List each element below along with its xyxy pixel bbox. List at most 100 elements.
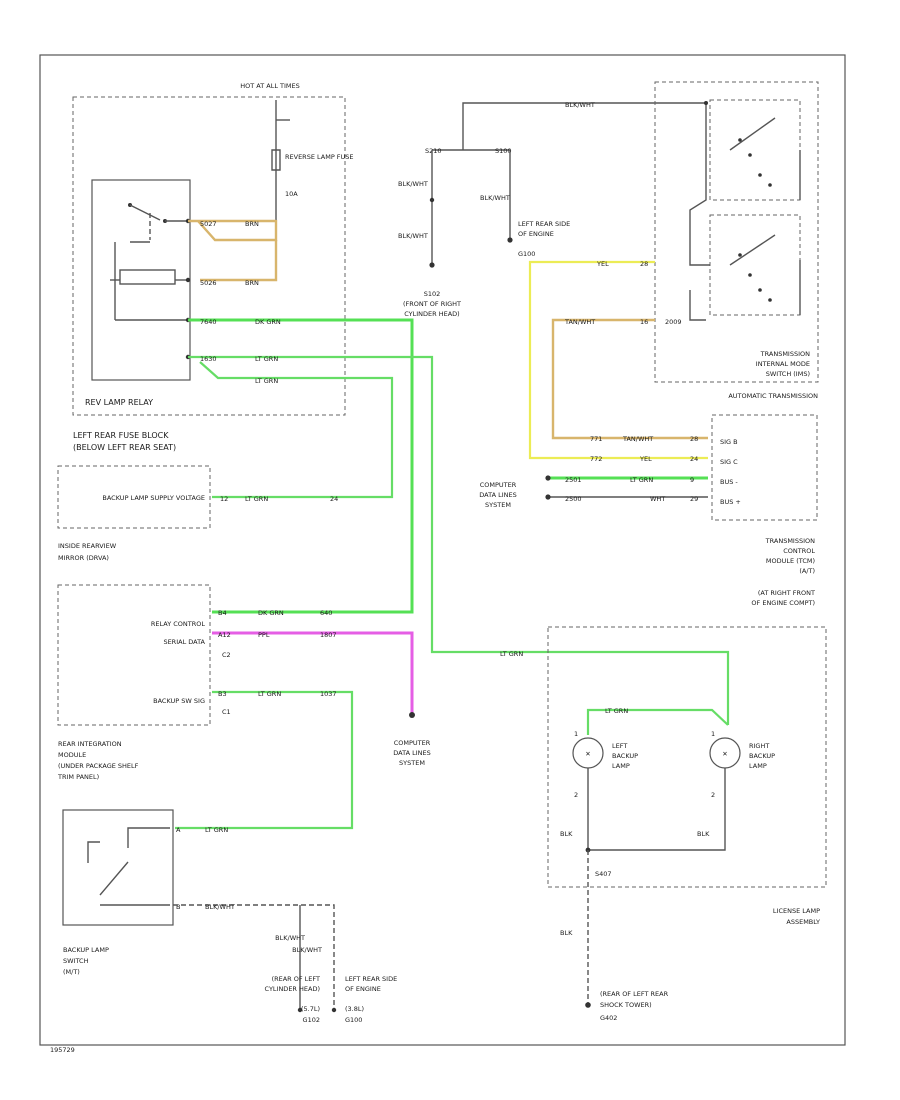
left-rear-fuse-block: HOT AT ALL TIMES REVERSE LAMP FUSE 10A <box>72 82 354 416</box>
svg-text:LAMP: LAMP <box>612 762 630 770</box>
svg-text:S407: S407 <box>595 870 612 878</box>
diagram-code: 195729 <box>50 1046 75 1054</box>
svg-text:DK GRN: DK GRN <box>258 609 284 617</box>
fuse-name: REVERSE LAMP FUSE <box>285 153 354 161</box>
svg-text:LT GRN: LT GRN <box>205 826 228 834</box>
svg-text:BRN: BRN <box>245 279 259 287</box>
svg-text:A: A <box>176 826 181 834</box>
svg-text:BUS -: BUS - <box>720 478 738 486</box>
svg-text:(5.7L): (5.7L) <box>301 1005 320 1013</box>
ground-s102-icon <box>429 262 435 268</box>
rear-integration-module: RELAY CONTROL SERIAL DATA C2 BACKUP SW S… <box>57 584 431 830</box>
svg-text:CYLINDER HEAD): CYLINDER HEAD) <box>265 985 320 993</box>
svg-text:(M/T): (M/T) <box>63 968 80 976</box>
svg-text:COMPUTER: COMPUTER <box>394 739 431 747</box>
svg-text:C2: C2 <box>222 651 231 659</box>
relay-coil-icon <box>119 269 176 285</box>
svg-text:BLK/WHT: BLK/WHT <box>205 903 235 911</box>
svg-text:B: B <box>176 903 180 911</box>
svg-text:TAN/WHT: TAN/WHT <box>564 318 595 326</box>
svg-text:WHT: WHT <box>650 495 665 503</box>
svg-text:BLK/WHT: BLK/WHT <box>480 194 510 202</box>
svg-text:LT GRN: LT GRN <box>258 690 281 698</box>
svg-text:CYLINDER HEAD): CYLINDER HEAD) <box>404 310 459 318</box>
svg-text:12: 12 <box>220 495 228 503</box>
fuse-rating: 10A <box>285 190 298 198</box>
svg-text:S210: S210 <box>425 147 442 155</box>
transmission-control-module: SIG B SIG C BUS - BUS + 771 TAN/WHT 28 7… <box>479 414 818 521</box>
mode-switch-contacts-icon <box>729 117 801 315</box>
relay-label: REV LAMP RELAY <box>85 398 153 407</box>
svg-text:SIG C: SIG C <box>720 458 738 466</box>
svg-text:MODULE: MODULE <box>58 751 86 759</box>
svg-text:DATA LINES: DATA LINES <box>393 749 430 757</box>
svg-text:5026: 5026 <box>200 279 217 287</box>
backup-sw-wire <box>175 690 354 830</box>
svg-text:2009: 2009 <box>665 318 682 326</box>
svg-text:BLK: BLK <box>697 830 710 838</box>
svg-text:7640: 7640 <box>200 318 217 326</box>
svg-text:SWITCH (IMS): SWITCH (IMS) <box>766 370 810 378</box>
svg-text:BLK/WHT: BLK/WHT <box>398 232 428 240</box>
svg-text:INSIDE REARVIEW: INSIDE REARVIEW <box>58 542 117 550</box>
svg-text:BACKUP LAMP SUPPLY VOLTAGE: BACKUP LAMP SUPPLY VOLTAGE <box>102 494 205 502</box>
svg-text:BACKUP: BACKUP <box>749 752 775 760</box>
svg-text:B3: B3 <box>218 690 227 698</box>
svg-text:28: 28 <box>690 435 698 443</box>
svg-text:5027: 5027 <box>200 220 217 228</box>
svg-text:1807: 1807 <box>320 631 337 639</box>
svg-text:(REAR OF LEFT: (REAR OF LEFT <box>272 975 320 983</box>
svg-text:9: 9 <box>690 476 694 484</box>
svg-text:✕: ✕ <box>722 750 727 758</box>
svg-text:2: 2 <box>711 791 715 799</box>
svg-text:(UNDER PACKAGE SHELF: (UNDER PACKAGE SHELF <box>58 762 139 770</box>
fuse-icon <box>271 149 281 171</box>
svg-text:ASSEMBLY: ASSEMBLY <box>786 918 820 926</box>
svg-text:2500: 2500 <box>565 495 582 503</box>
svg-text:SYSTEM: SYSTEM <box>399 759 425 767</box>
ground-g100-icon <box>507 237 513 243</box>
svg-text:1037: 1037 <box>320 690 337 698</box>
svg-text:RIGHT: RIGHT <box>749 742 769 750</box>
svg-text:G102: G102 <box>303 1016 320 1024</box>
inside-rearview-mirror: BACKUP LAMP SUPPLY VOLTAGE 12 LT GRN 24 <box>57 465 338 529</box>
svg-text:REAR INTEGRATION: REAR INTEGRATION <box>58 740 122 748</box>
svg-text:BACKUP SW SIG: BACKUP SW SIG <box>153 697 205 705</box>
dk-grn-wire <box>188 318 414 614</box>
diagram-frame <box>39 54 846 1046</box>
svg-text:B4: B4 <box>218 609 227 617</box>
license-lamp-assembly: LT GRN LT GRN ✕ ✕ 1 2 1 2 LEFT BACKUP LA… <box>500 626 827 888</box>
switch-contact-icon <box>87 827 170 906</box>
svg-text:BRN: BRN <box>245 220 259 228</box>
svg-text:A12: A12 <box>218 631 231 639</box>
yel-wire <box>528 260 708 460</box>
svg-text:(AT RIGHT FRONT: (AT RIGHT FRONT <box>758 589 815 597</box>
svg-text:772: 772 <box>590 455 602 463</box>
svg-text:S102: S102 <box>424 290 441 298</box>
svg-text:1630: 1630 <box>200 355 217 363</box>
svg-text:(REAR OF LEFT REAR: (REAR OF LEFT REAR <box>600 990 669 998</box>
svg-text:LEFT REAR SIDE: LEFT REAR SIDE <box>518 220 570 228</box>
svg-text:✕: ✕ <box>585 750 590 758</box>
svg-text:BLK/WHT: BLK/WHT <box>275 934 305 942</box>
svg-text:BLK/WHT: BLK/WHT <box>565 101 595 109</box>
svg-text:SHOCK TOWER): SHOCK TOWER) <box>600 1001 652 1009</box>
svg-text:29: 29 <box>690 495 698 503</box>
svg-text:LICENSE LAMP: LICENSE LAMP <box>773 907 820 915</box>
svg-text:AUTOMATIC TRANSMISSION: AUTOMATIC TRANSMISSION <box>728 392 818 400</box>
svg-text:SIG B: SIG B <box>720 438 738 446</box>
ground-g402-icon <box>585 1002 591 1008</box>
svg-text:SYSTEM: SYSTEM <box>485 501 511 509</box>
svg-text:1: 1 <box>574 730 578 738</box>
svg-text:G100: G100 <box>345 1016 362 1024</box>
svg-text:(A/T): (A/T) <box>799 567 815 575</box>
svg-text:BUS +: BUS + <box>720 498 741 506</box>
svg-text:MIRROR (DRVA): MIRROR (DRVA) <box>58 554 109 562</box>
svg-text:TRIM PANEL): TRIM PANEL) <box>57 773 99 781</box>
svg-text:TAN/WHT: TAN/WHT <box>622 435 653 443</box>
svg-text:2501: 2501 <box>565 476 582 484</box>
svg-text:28: 28 <box>640 260 648 268</box>
svg-text:COMPUTER: COMPUTER <box>480 481 517 489</box>
lt-grn-wire-to-mirror <box>199 361 394 499</box>
